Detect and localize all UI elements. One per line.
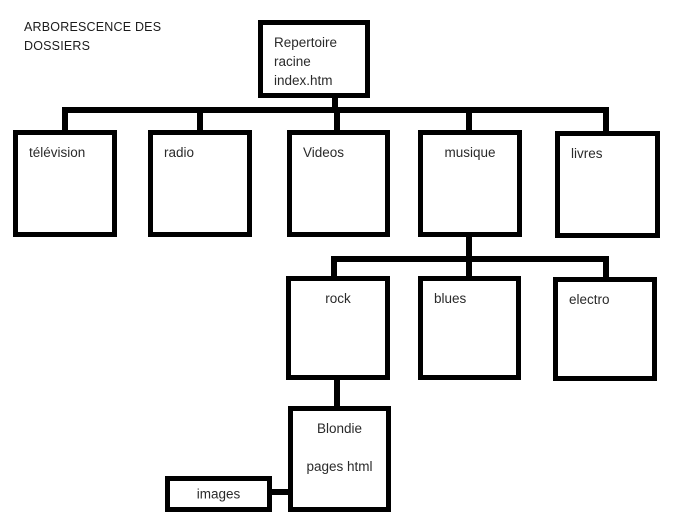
node-livres[interactable]: livres xyxy=(555,131,660,238)
node-root[interactable]: Repertoire racine index.htm xyxy=(258,20,370,98)
node-videos-label: Videos xyxy=(303,145,345,160)
node-images[interactable]: images xyxy=(165,476,272,512)
node-musique[interactable]: musique xyxy=(418,130,522,237)
node-blues[interactable]: blues xyxy=(418,276,521,380)
diagram-title: ARBORESCENCE DES DOSSIERS xyxy=(24,20,162,53)
connector-images-link xyxy=(268,489,292,495)
node-musique-label: musique xyxy=(444,145,496,160)
connector-drop-rock xyxy=(331,256,337,278)
node-rock-label: rock xyxy=(325,291,351,306)
connector-drop-electro xyxy=(603,256,609,278)
node-root-label: Repertoire racine index.htm xyxy=(274,35,338,88)
node-blondie-label: Blondie pages html xyxy=(306,421,373,474)
node-radio[interactable]: radio xyxy=(148,130,252,237)
connector-row3-bus xyxy=(331,256,609,262)
connector-drop-videos xyxy=(334,107,340,132)
node-videos[interactable]: Videos xyxy=(287,130,390,237)
node-images-label: images xyxy=(196,486,241,502)
node-electro[interactable]: electro xyxy=(553,277,657,381)
node-television-label: télévision xyxy=(29,145,86,160)
connector-drop-musique xyxy=(466,107,472,132)
node-blondie[interactable]: Blondie pages html xyxy=(288,406,391,512)
node-television[interactable]: télévision xyxy=(13,130,117,237)
connector-rock-stem xyxy=(334,378,340,408)
connector-drop-television xyxy=(62,107,68,132)
node-electro-label: electro xyxy=(569,292,610,307)
node-livres-label: livres xyxy=(571,146,603,161)
node-blues-label: blues xyxy=(434,291,467,306)
node-radio-label: radio xyxy=(164,145,195,160)
connector-drop-livres xyxy=(603,107,609,132)
connector-drop-radio xyxy=(197,107,203,132)
node-rock[interactable]: rock xyxy=(286,276,390,380)
connector-root-stem xyxy=(332,96,338,112)
